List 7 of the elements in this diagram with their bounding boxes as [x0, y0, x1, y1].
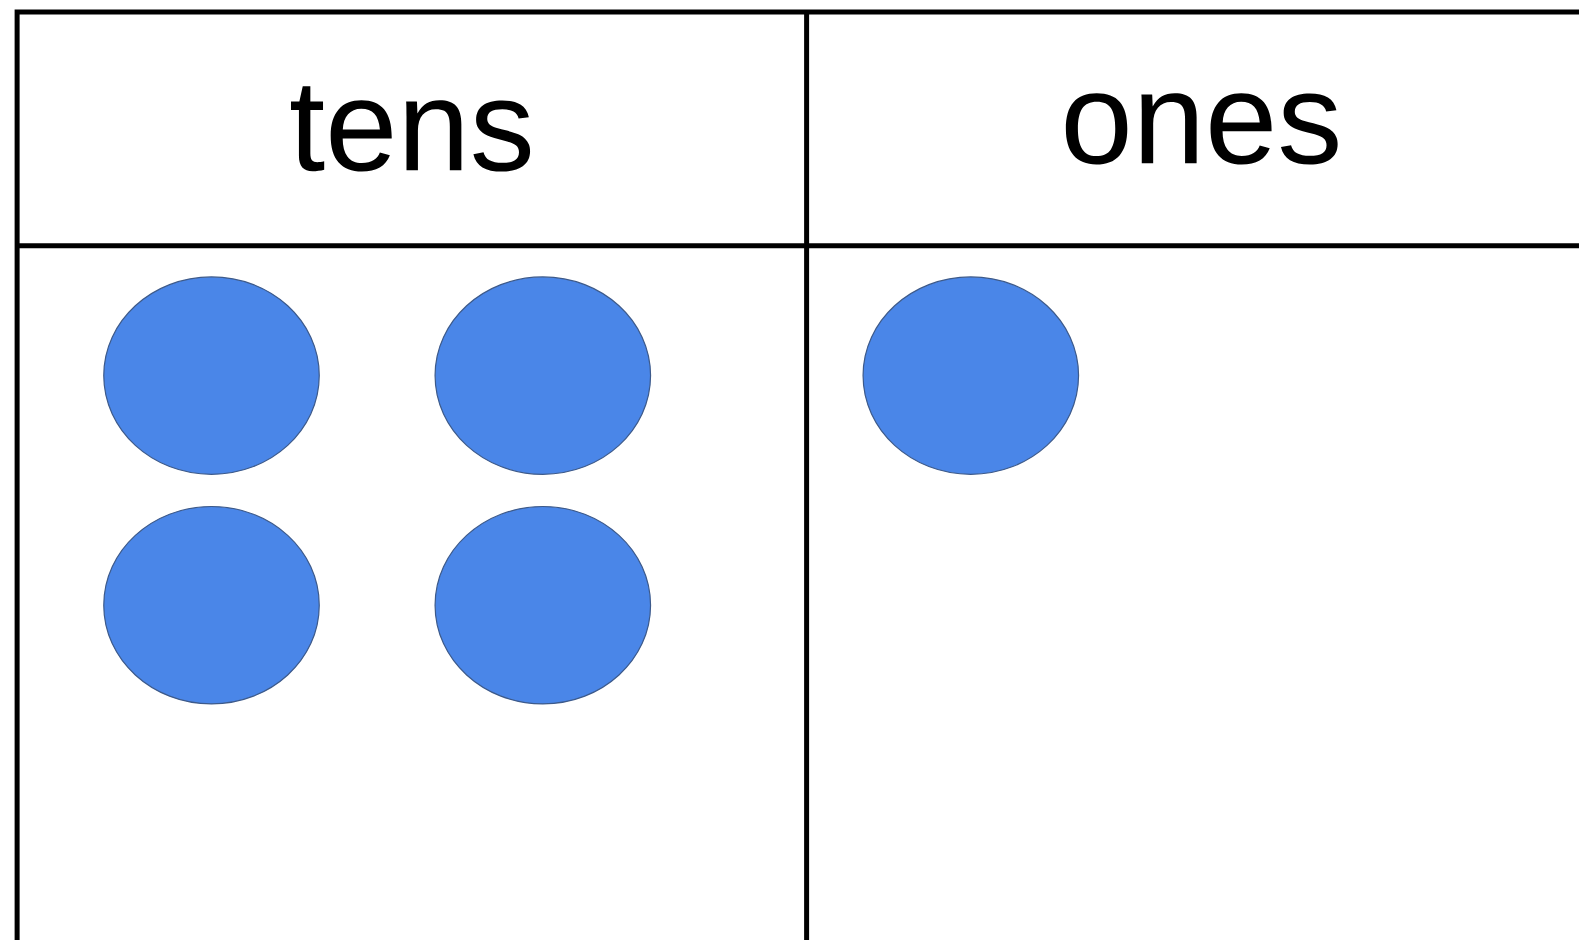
counter-disc: [862, 276, 1080, 475]
counter-disc: [103, 276, 320, 475]
counter-disc: [434, 276, 652, 475]
column-header: ones: [1065, 93, 1338, 165]
counter-disc: [103, 505, 320, 705]
counter-disc: [434, 505, 652, 705]
column-header: tens: [291, 86, 531, 172]
